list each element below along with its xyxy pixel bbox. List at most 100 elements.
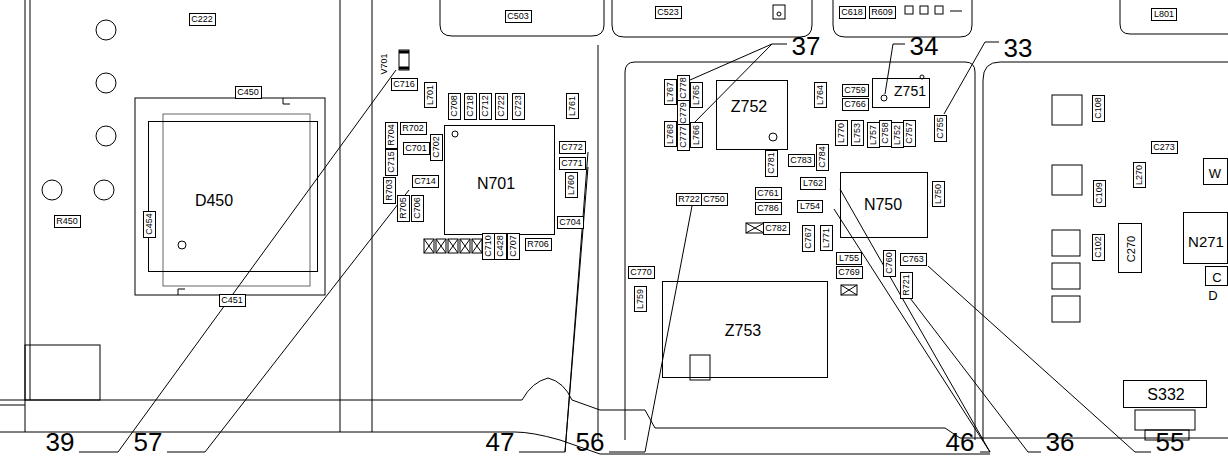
component-box: C759: [842, 84, 869, 97]
component-box: C778: [677, 75, 690, 102]
part-designator: C766: [844, 100, 866, 109]
part-designator: C759: [844, 86, 866, 95]
component-box: C718: [464, 93, 477, 120]
component-box: C783: [788, 154, 815, 167]
part-designator: C428: [496, 235, 505, 257]
part-designator: C109: [1095, 182, 1104, 204]
component-box: C109: [1093, 180, 1106, 207]
part-designator: C761: [757, 189, 779, 198]
part-designator: C273: [1153, 143, 1175, 152]
component-box: C766: [842, 98, 869, 111]
part-designator: C618: [841, 8, 863, 17]
part-designator: L764: [816, 85, 825, 105]
component-box: L270: [1133, 162, 1146, 187]
component-box: L750: [932, 181, 945, 206]
part-designator: C715: [387, 151, 396, 173]
component-box: C450: [235, 86, 262, 99]
callout-number: 39: [46, 429, 75, 455]
component-box: L767: [664, 79, 677, 104]
part-designator: W: [1209, 167, 1221, 180]
component-box: C716: [391, 78, 418, 91]
component-box: R609: [869, 6, 896, 19]
component-box: C222: [189, 13, 216, 26]
component-box: C723: [512, 93, 525, 120]
component-box: C712: [479, 93, 492, 120]
component-box: C704: [557, 216, 584, 229]
ic-package: Z751: [872, 78, 930, 108]
component-box: C451: [219, 294, 246, 307]
part-designator: N271: [1188, 234, 1224, 249]
component-box: C750: [701, 193, 728, 206]
part-designator: C706: [413, 197, 422, 219]
part-designator: C783: [790, 156, 812, 165]
part-designator: Z753: [725, 323, 761, 339]
component-box: R450: [54, 215, 81, 228]
component-box: C722: [495, 93, 508, 120]
part-designator: C755: [936, 117, 945, 139]
component-box: C708: [448, 93, 461, 120]
ic-package: Z753: [662, 281, 828, 378]
part-designator: R703: [385, 179, 394, 201]
part-designator: C763: [902, 255, 924, 264]
component-box: C782: [763, 222, 790, 235]
ic-package: C270: [1118, 223, 1142, 273]
component-box: L759: [634, 286, 647, 311]
part-designator: C704: [559, 218, 581, 227]
part-designator: C750: [703, 195, 725, 204]
part-designator: C712: [481, 95, 490, 117]
part-designator: C782: [765, 224, 787, 233]
component-box: L762: [800, 177, 825, 190]
component-box: L770: [835, 120, 848, 145]
part-designator: L754: [800, 202, 820, 211]
part-designator: C779: [679, 102, 688, 124]
component-box: C503: [505, 10, 532, 23]
part-designator: R450: [56, 217, 78, 226]
part-designator: R705: [399, 197, 408, 219]
callout-number: 47: [486, 429, 515, 455]
part-designator: C270: [1126, 236, 1137, 262]
component-box: C714: [412, 175, 439, 188]
part-designator: C777: [679, 126, 688, 148]
component-box: C771: [559, 157, 586, 170]
part-designator: L753: [853, 123, 862, 143]
component-box: C779: [677, 100, 690, 127]
part-designator: C772: [561, 143, 583, 152]
part-designator: R722: [678, 195, 700, 204]
part-designator: L750: [934, 184, 943, 204]
part-designator: Z752: [731, 99, 767, 115]
callout-number: 57: [134, 429, 163, 455]
part-designator: C758: [881, 122, 890, 144]
part-designator: L801: [1154, 10, 1174, 19]
component-box: C769: [836, 266, 863, 279]
component-box: C273: [1151, 141, 1178, 154]
part-designator: C771: [561, 159, 583, 168]
part-designator: C769: [838, 268, 860, 277]
part-designator: L701: [426, 85, 435, 105]
component-box: R722: [676, 193, 703, 206]
part-designator: C222: [191, 15, 213, 24]
callout-number: 34: [910, 33, 939, 59]
part-designator: N701: [477, 176, 515, 192]
component-box: L768: [664, 121, 677, 146]
component-box: C772: [559, 141, 586, 154]
part-designator: C702: [432, 136, 441, 158]
component-box: C707: [507, 233, 520, 260]
component-box: C706: [411, 195, 424, 222]
component-box: C701: [403, 142, 430, 155]
part-designator: C710: [484, 235, 493, 257]
part-designator: C770: [630, 268, 652, 277]
component-box: L765: [690, 82, 703, 107]
component-box: C102: [1092, 234, 1105, 261]
part-designator: C760: [885, 252, 894, 274]
part-designator: R609: [871, 8, 893, 17]
ic-package: S332: [1123, 380, 1207, 408]
callout-number: 56: [576, 429, 605, 455]
component-box: L771: [820, 225, 833, 250]
part-designator: R706: [527, 240, 549, 249]
part-label: V701: [380, 53, 389, 74]
component-box: C755: [934, 115, 947, 142]
component-box: L754: [797, 200, 822, 213]
part-label: D: [1208, 289, 1217, 302]
component-box: C618: [839, 6, 866, 19]
callout-number: 37: [792, 33, 821, 59]
